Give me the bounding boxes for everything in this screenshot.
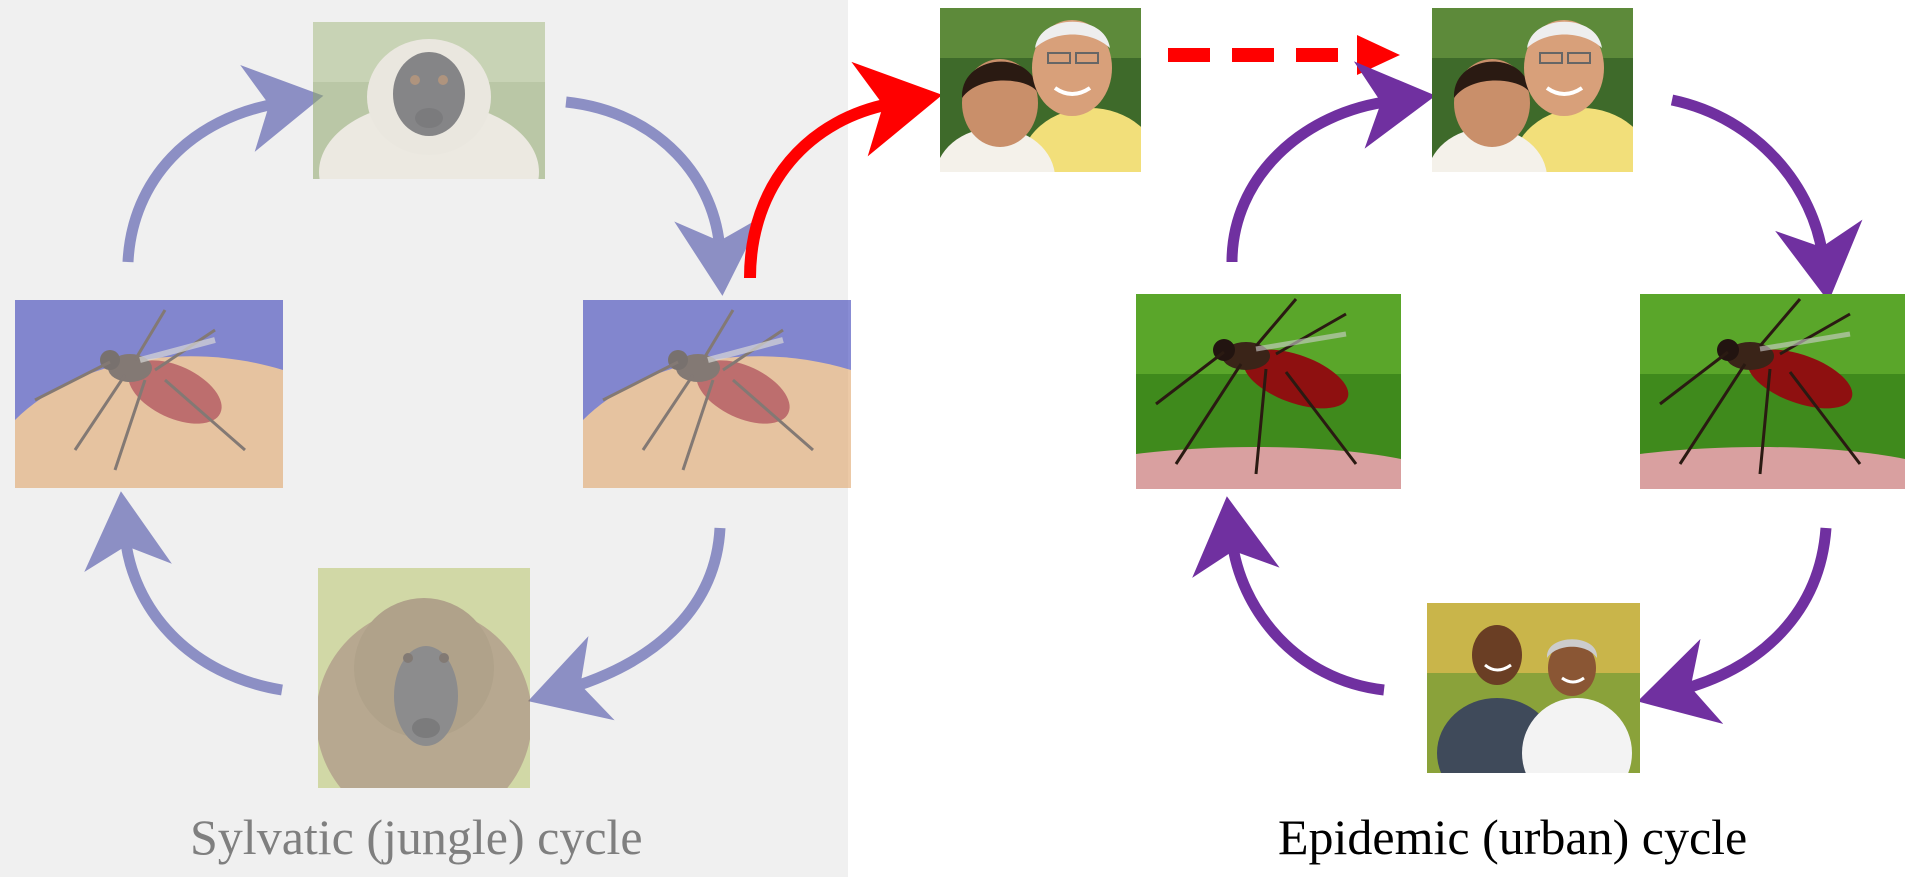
epidemic-arrow-couple-to-mosquito: [1670, 94, 1863, 302]
sylvatic-arrow-monkey-to-mosquito: [565, 96, 763, 296]
baboon-photo: [318, 568, 530, 788]
elderly-couple-photo: [940, 8, 1141, 172]
mosquito-photo: [1136, 294, 1401, 489]
sylvatic-arrow-baboon-to-mosquito: [84, 491, 283, 696]
monkey-photo: [313, 22, 545, 179]
couple-photo: [1427, 603, 1640, 773]
epidemic-caption: Epidemic (urban) cycle: [1278, 809, 1748, 865]
sylvatic-arrow-to-monkey: [122, 65, 324, 263]
sylvatic-arrow-to-baboon: [527, 527, 726, 721]
epidemic-arrow-couple-to-mosquito-left: [1192, 496, 1385, 696]
epidemic-arrow-to-couple: [1637, 527, 1832, 724]
sylvatic-caption: Sylvatic (jungle) cycle: [190, 809, 643, 865]
mosquito-photo: [583, 300, 851, 488]
mosquito-photo: [1640, 294, 1905, 489]
elderly-couple-photo: [1432, 8, 1633, 172]
spillover-arrow: [744, 61, 943, 279]
mosquito-photo: [15, 300, 283, 488]
dashed-arrowhead: [1357, 35, 1400, 75]
epidemic-arrow-to-elderly-couple: [1226, 61, 1436, 263]
